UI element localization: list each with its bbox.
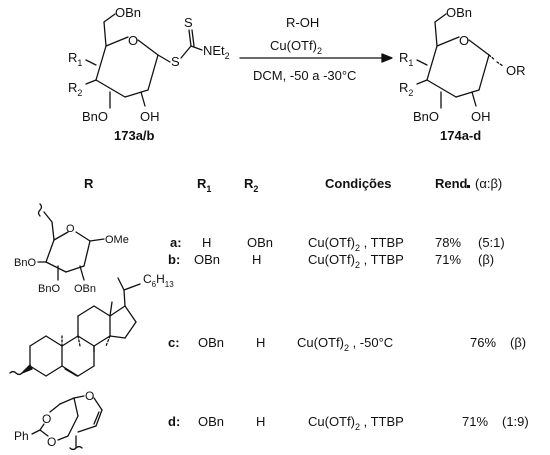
header-ratio: (α:β) <box>475 176 502 191</box>
product-obn-top: OBn <box>446 5 472 20</box>
row-b-yield: 71% <box>435 252 461 267</box>
header-r: R <box>84 176 94 191</box>
product-r1: R1 <box>399 50 413 68</box>
product-bno: BnO <box>413 109 439 124</box>
row-d-r2: H <box>256 414 265 429</box>
struct-d-o3: O <box>85 389 94 403</box>
struct-a-obn: OBn <box>74 283 96 295</box>
row-a: a: H OBn Cu(OTf)2 , TTBP 78% (5:1) <box>170 235 505 253</box>
product-oh: OH <box>471 109 491 124</box>
row-a-yield: 78% <box>435 235 461 250</box>
row-d: d: OBn H Cu(OTf)2 , TTBP 71% (1:9) <box>168 414 529 432</box>
struct-a-bno2: BnO <box>38 283 60 295</box>
struct-d-o2: O <box>47 435 56 449</box>
row-c-r2: H <box>256 335 265 350</box>
struct-d-ph: Ph <box>14 429 29 443</box>
struct-d-glucal: Ph O O O <box>14 389 103 451</box>
reactant-bno: BnO <box>82 109 108 124</box>
row-c-selectivity: (β) <box>510 335 526 350</box>
product-r2: R2 <box>399 80 413 98</box>
row-a-selectivity: (5:1) <box>478 235 505 250</box>
struct-c-steroid: C6H13 <box>9 272 174 377</box>
row-d-key: d: <box>168 414 180 429</box>
reactant-r2: R2 <box>68 80 82 98</box>
table-header: R R1 R2 Condições Rend (α:β) <box>84 176 502 194</box>
reactant-structure: OBn O R1 R2 BnO OH S S NEt2 173a/b <box>68 5 230 143</box>
reactant-ring-o: O <box>128 33 138 48</box>
condition-solvent-temp: DCM, -50 a -30°C <box>253 68 356 83</box>
row-c-key: c: <box>168 335 180 350</box>
row-a-conditions: Cu(OTf)2 , TTBP <box>308 235 404 253</box>
struct-d-o1: O <box>42 412 51 426</box>
product-or: OR <box>506 63 526 78</box>
reactant-r1: R1 <box>68 50 82 68</box>
row-c-yield: 76% <box>470 335 496 350</box>
header-r1: R1 <box>197 176 211 194</box>
row-d-conditions: Cu(OTf)2 , TTBP <box>308 414 404 432</box>
reactant-oh: OH <box>140 109 160 124</box>
row-c: c: OBn H Cu(OTf)2 , -50°C 76% (β) <box>168 335 526 353</box>
product-label: 174a-d <box>440 128 481 143</box>
condition-cu: Cu(OTf)2 <box>270 38 322 56</box>
struct-a-ring-o: O <box>66 223 75 235</box>
row-b-r2: H <box>252 252 261 267</box>
row-b-selectivity: (β) <box>478 252 494 267</box>
row-a-key: a: <box>170 235 182 250</box>
reactant-net2: NEt2 <box>203 43 230 61</box>
row-a-r2: OBn <box>247 235 273 250</box>
row-b-r1: OBn <box>194 252 220 267</box>
header-conditions: Condições <box>325 176 391 191</box>
struct-a-ome: OMe <box>105 234 129 246</box>
reactant-obn-top: OBn <box>115 5 141 20</box>
row-d-selectivity: (1:9) <box>502 414 529 429</box>
row-b-conditions: Cu(OTf)2 , TTBP <box>308 252 404 270</box>
struct-ab-methyl-glycoside: O OMe BnO BnO OBn <box>14 203 129 295</box>
struct-c-side-chain: C6H13 <box>143 272 174 289</box>
row-b-key: b: <box>168 252 180 267</box>
condition-roh: R-OH <box>286 15 319 30</box>
row-a-r1: H <box>202 235 211 250</box>
header-r2: R2 <box>244 176 258 194</box>
reactant-label: 173a/b <box>114 128 155 143</box>
product-ring-o: O <box>459 33 469 48</box>
reactant-thione-s: S <box>184 15 193 30</box>
row-b: b: OBn H Cu(OTf)2 , TTBP 71% (β) <box>168 252 494 270</box>
product-structure: OBn O R1 R2 BnO OH OR 174a-d <box>399 5 526 143</box>
reaction-arrow-group: R-OH Cu(OTf)2 DCM, -50 a -30°C <box>239 15 393 83</box>
row-d-yield: 71% <box>462 414 488 429</box>
struct-a-bno: BnO <box>14 257 36 269</box>
reactant-s: S <box>171 54 180 69</box>
row-d-r1: OBn <box>198 414 224 429</box>
row-c-r1: OBn <box>198 335 224 350</box>
header-yield: Rend <box>435 176 468 191</box>
row-c-conditions: Cu(OTf)2 , -50°C <box>297 335 393 353</box>
